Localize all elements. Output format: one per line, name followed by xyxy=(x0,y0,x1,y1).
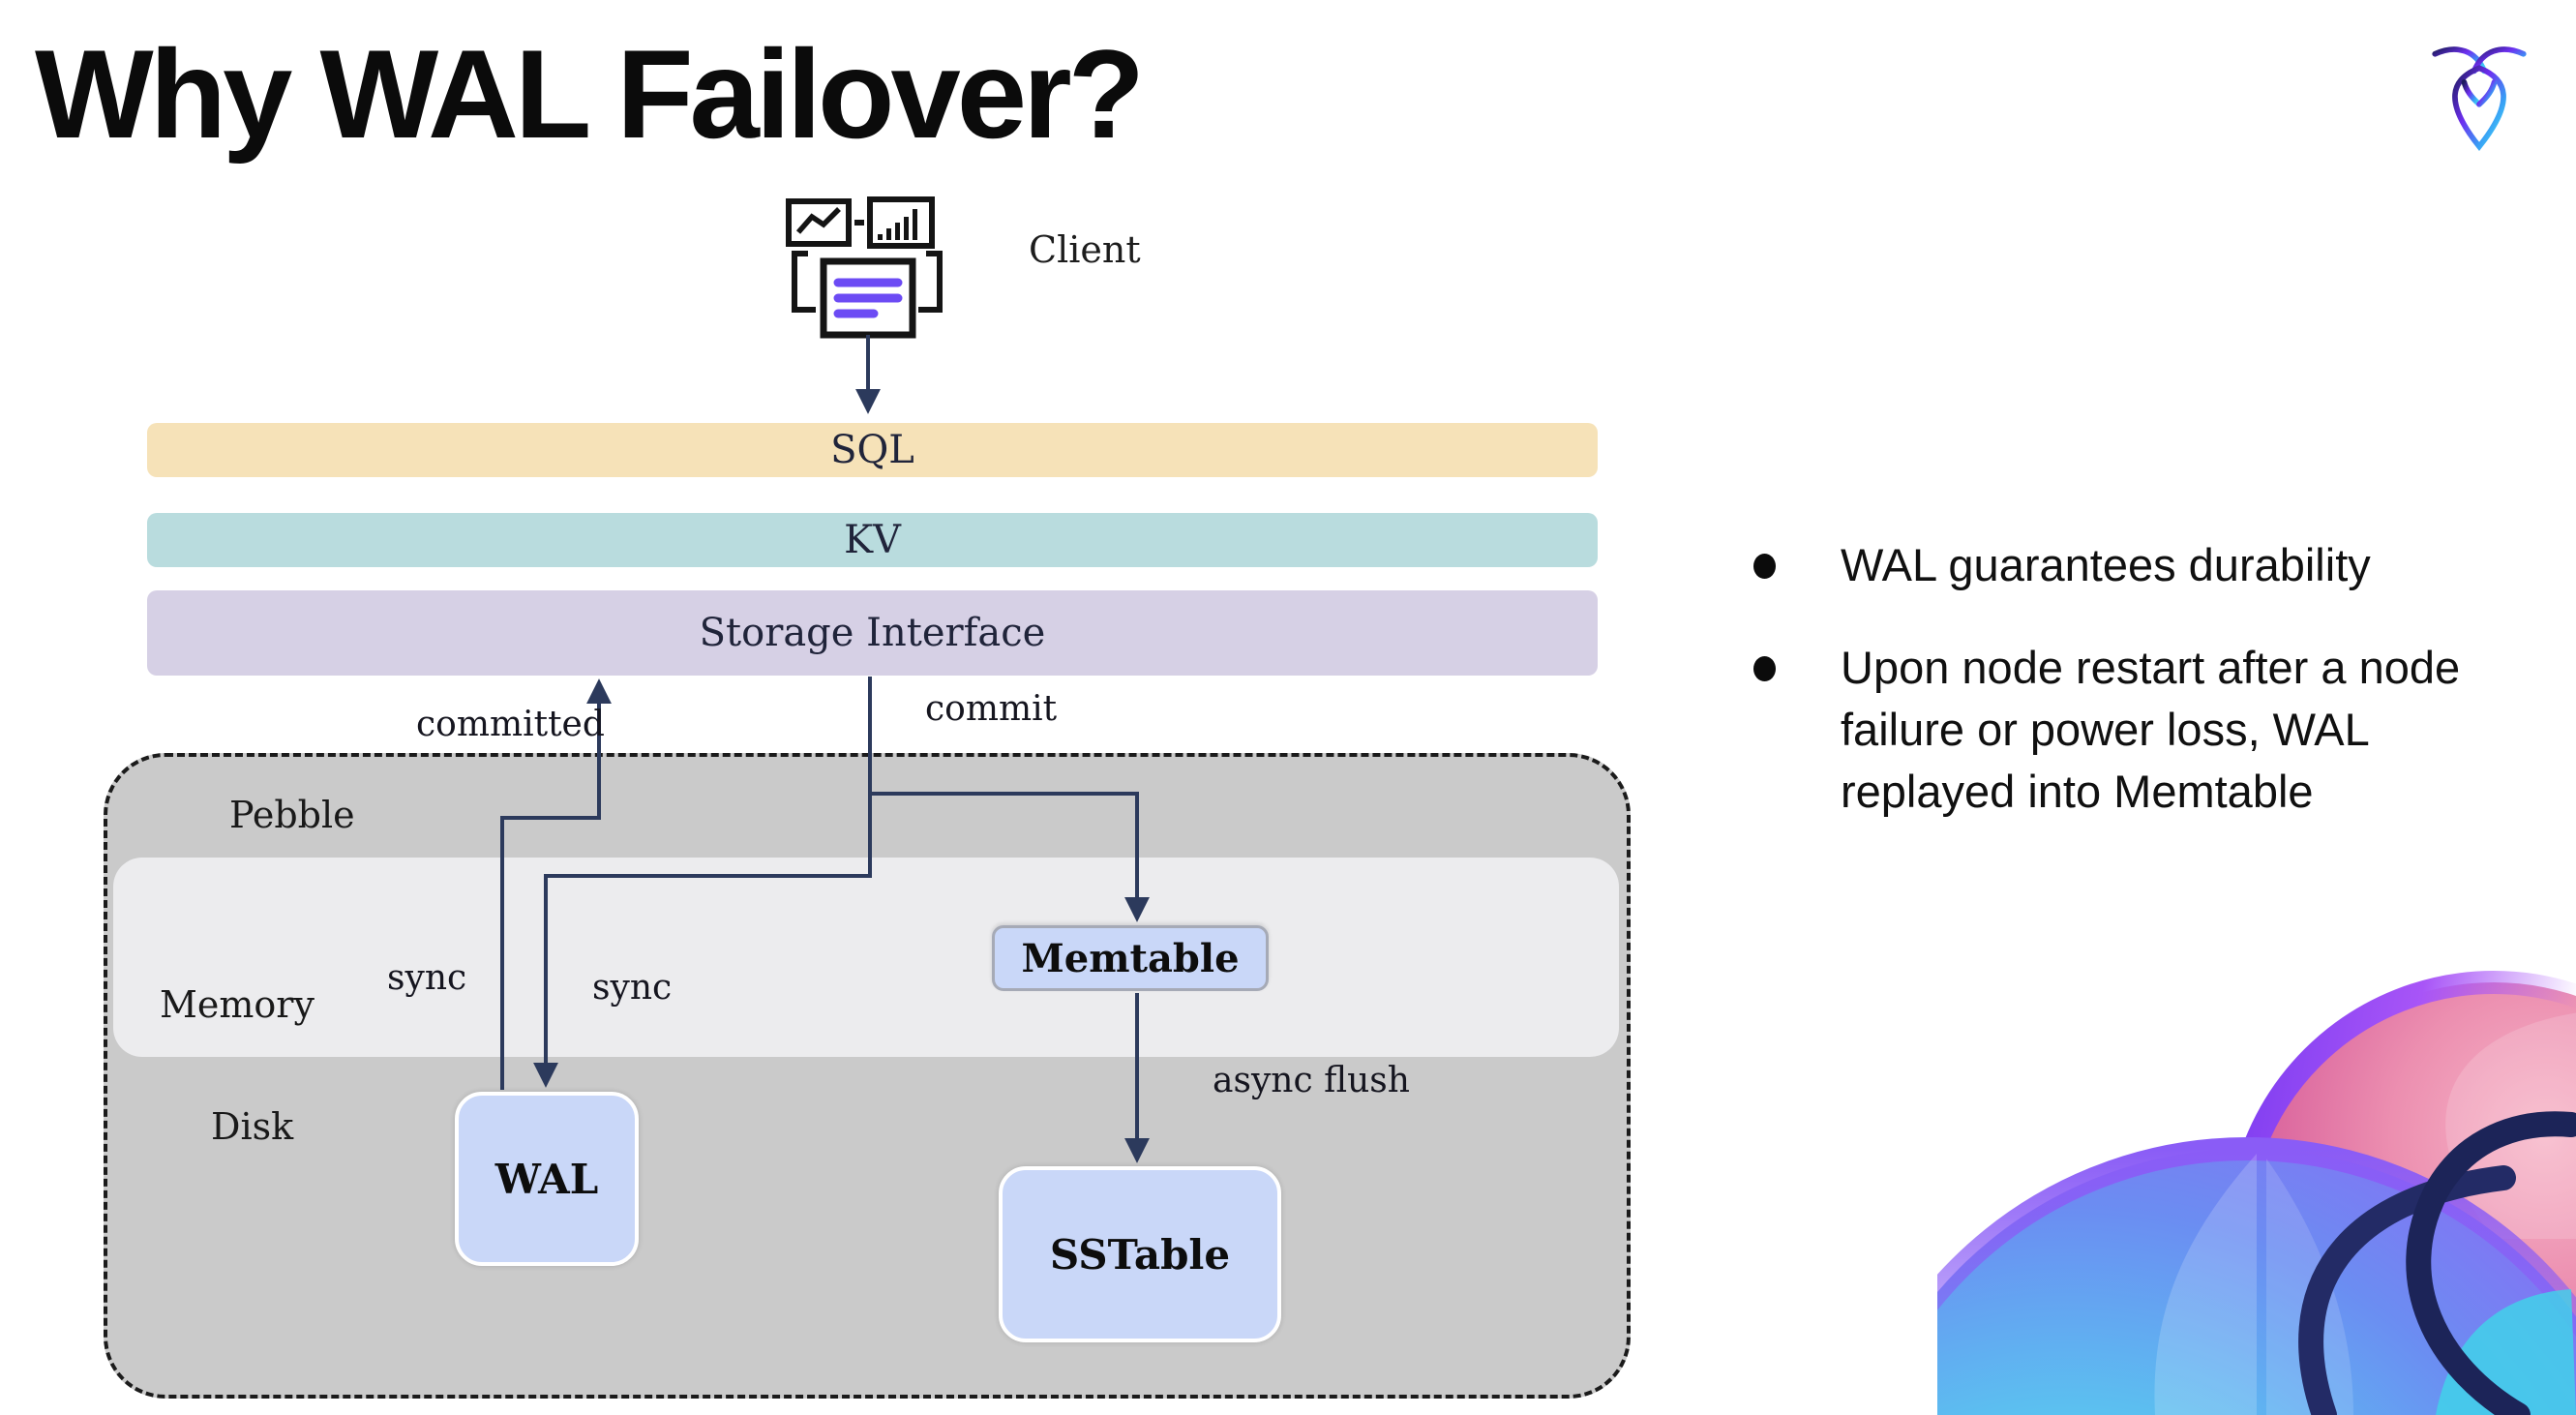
node-memtable: Memtable xyxy=(992,925,1269,991)
disk-label: Disk xyxy=(211,1105,294,1148)
cockroachdb-logo-icon xyxy=(2432,46,2527,151)
node-wal-label: WAL xyxy=(494,1155,599,1203)
layer-bar-storage-interface: Storage Interface xyxy=(147,590,1598,676)
layer-bar-kv: KV xyxy=(147,513,1598,567)
memory-label: Memory xyxy=(160,983,315,1026)
edge-label-committed: committed xyxy=(416,705,605,744)
client-label: Client xyxy=(1029,228,1141,271)
bullet-item: WAL guarantees durability xyxy=(1732,534,2518,596)
node-sstable: SSTable xyxy=(999,1166,1281,1342)
memory-zone xyxy=(113,858,1619,1057)
page-title: Why WAL Failover? xyxy=(35,23,1145,165)
bullet-list: WAL guarantees durability Upon node rest… xyxy=(1732,534,2574,863)
layer-bar-kv-label: KV xyxy=(844,518,901,562)
node-memtable-label: Memtable xyxy=(1021,935,1240,981)
edge-label-commit: commit xyxy=(925,689,1058,729)
client-terminal-icon xyxy=(786,196,943,339)
layer-bar-sql: SQL xyxy=(147,423,1598,477)
node-wal: WAL xyxy=(455,1092,639,1266)
bullet-item: Upon node restart after a node failure o… xyxy=(1732,637,2518,823)
edge-label-async-flush: async flush xyxy=(1213,1061,1410,1100)
edge-label-sync-left: sync xyxy=(387,958,467,998)
pebble-label: Pebble xyxy=(229,794,355,836)
layer-bar-sql-label: SQL xyxy=(830,428,914,472)
edge-label-sync-right: sync xyxy=(592,968,673,1008)
layer-bar-storage-label: Storage Interface xyxy=(699,611,1046,655)
brand-spheres-decoration xyxy=(1937,971,2576,1415)
node-sstable-label: SSTable xyxy=(1049,1230,1231,1279)
